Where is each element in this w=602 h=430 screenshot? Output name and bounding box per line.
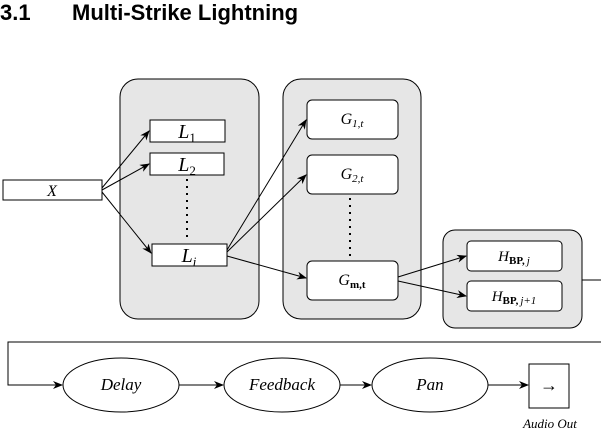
svg-text:L1: L1 — [177, 121, 196, 145]
svg-text:HBP,j+1: HBP,j+1 — [491, 289, 537, 307]
section-number: 3.1 — [0, 0, 31, 25]
filter-j-sub-bold: BP, — [509, 255, 525, 267]
svg-text:G1,t: G1,t — [341, 111, 365, 130]
audio-out-node: → — [528, 363, 570, 409]
svg-text:G2,t: G2,t — [341, 166, 365, 185]
edge-li-to-gm — [226, 255, 307, 280]
feedback-node: Feedback — [223, 357, 341, 413]
edge-x-to-l1 — [101, 130, 150, 189]
lightning-group-panel — [119, 78, 260, 320]
svg-text:HBP,j: HBP,j — [497, 249, 530, 267]
pan-node: Pan — [371, 357, 489, 413]
lightning-2-sub: 2 — [189, 163, 196, 178]
generator-1-sub: 1,t — [352, 118, 364, 130]
edge-gm-to-hj — [397, 254, 467, 278]
filter-j1-sub: j+1 — [518, 295, 536, 307]
generator-node-2: G2,t — [306, 154, 399, 195]
filter-j-name: H — [497, 249, 510, 265]
edge-x-to-l2 — [101, 163, 150, 191]
audio-out-label: Audio Out — [522, 416, 577, 430]
lightning-node-2: L2 — [149, 152, 225, 178]
edge-x-to-li — [101, 191, 152, 254]
edge-li-to-g1 — [226, 119, 307, 251]
section-title: Multi-Strike Lightning — [72, 0, 299, 25]
generator-2-name: G — [341, 166, 353, 183]
svg-text:Gm,t: Gm,t — [338, 272, 365, 291]
edge-gm-to-hj1 — [397, 280, 467, 298]
section-heading: 3.1 Multi-Strike Lightning — [0, 0, 298, 26]
filter-j-sub: j — [525, 255, 530, 267]
generator-node-1: G1,t — [306, 99, 399, 140]
input-x-label: X — [46, 183, 58, 200]
edge-li-to-g2 — [226, 174, 307, 253]
lightning-1-sub: 1 — [189, 130, 196, 145]
delay-label: Delay — [100, 375, 142, 394]
lightning-i-sub: i — [193, 254, 197, 269]
input-x-node: X — [2, 179, 103, 201]
generator-2-sub: 2,t — [352, 173, 364, 185]
lightning-i-name: L — [181, 245, 193, 267]
generator-node-m: Gm,t — [306, 260, 399, 301]
feedback-label: Feedback — [248, 375, 316, 394]
lightning-node-1: L1 — [149, 119, 226, 145]
filter-j1-name: H — [491, 289, 504, 305]
wrap-line-return — [7, 341, 601, 389]
output-arrow-symbol: → — [540, 375, 558, 395]
delay-node: Delay — [62, 357, 180, 413]
svg-text:Li: Li — [181, 245, 197, 269]
filter-node-j: HBP,j — [466, 240, 563, 272]
generator-m-name: G — [338, 272, 350, 289]
lightning-node-i: Li — [151, 243, 228, 269]
lightning-1-name: L — [177, 121, 189, 143]
svg-text:L2: L2 — [177, 154, 196, 178]
filter-j1-sub-bold: BP, — [503, 295, 519, 307]
filter-node-j-plus-1: HBP,j+1 — [466, 280, 563, 312]
pan-label: Pan — [415, 375, 443, 394]
generator-m-sub: m,t — [350, 279, 366, 291]
generator-1-name: G — [341, 111, 353, 128]
lightning-2-name: L — [177, 154, 189, 176]
